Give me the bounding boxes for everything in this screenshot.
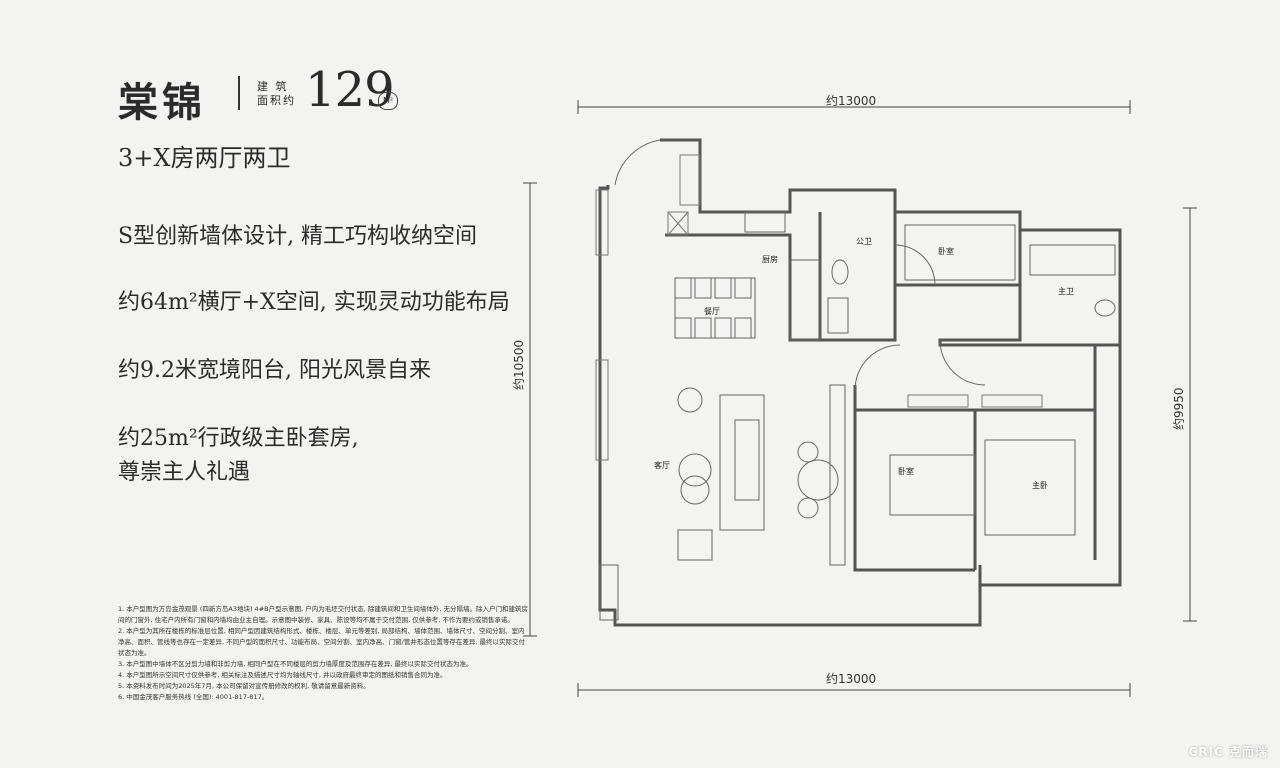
note-4: 4. 本户型图所示空间尺寸仅供参考, 相关标注及描述尺寸均为轴线尺寸, 并以政府… xyxy=(118,671,447,679)
note-6: 6. 中国金茂客户服务热线 (全国): 4001-817-817。 xyxy=(118,693,269,701)
dim-top-width: 约13000 xyxy=(826,94,877,108)
dim-bottom-width: 约13000 xyxy=(826,672,877,686)
room-master-bath: 主卫 xyxy=(1058,287,1074,296)
project-title: 棠锦 xyxy=(118,79,206,126)
area-label: 建 筑 面积约 xyxy=(257,80,296,107)
room-dining: 餐厅 xyxy=(704,307,720,316)
cric-logo: CRIC 克而瑞 xyxy=(1188,745,1268,759)
area-unit: M² xyxy=(378,92,398,110)
dim-right-height: 约9950 xyxy=(1172,387,1186,430)
feature-1: S型创新墙体设计, 精工巧构收纳空间 xyxy=(118,224,478,249)
feature-2: 约64m²横厅+X空间, 实现灵动功能布局 xyxy=(118,290,510,315)
dim-left-height: 约10500 xyxy=(512,339,526,390)
layout-subtitle: 3+X房两厅两卫 xyxy=(118,144,291,172)
room-bedroom-top: 卧室 xyxy=(938,247,954,256)
room-living: 客厅 xyxy=(654,461,670,470)
area-value: 129 xyxy=(305,62,395,118)
room-public-bath: 公卫 xyxy=(856,237,872,246)
disclaimer-notes: 1. 本户型图为方岛金茂观景 (四新方岛A3地块) 4#B户型示意图, 户内为毛… xyxy=(118,604,528,703)
room-master-bedroom: 主卧 xyxy=(1032,481,1048,490)
note-3: 3. 本户型图中墙体不区分剪力墙和非剪力墙, 相同户型在不同楼层的剪力墙厚度及范… xyxy=(118,660,473,668)
title-divider xyxy=(238,76,240,110)
feature-4: 约25m²行政级主卧套房, xyxy=(118,426,359,451)
note-2: 2. 本户型为其所在楼栋的标准层位置, 相同户型因建筑结构形式、楼栋、楼层、单元… xyxy=(118,627,525,657)
feature-4-cont: 尊崇主人礼遇 xyxy=(118,460,251,485)
note-5: 5. 本资料发布时间为2025年7月, 本公司保留对宣传册修改的权利, 敬请留意… xyxy=(118,682,370,690)
note-1: 1. 本户型图为方岛金茂观景 (四新方岛A3地块) 4#B户型示意图, 户内为毛… xyxy=(118,605,528,624)
feature-3: 约9.2米宽境阳台, 阳光风景自来 xyxy=(118,358,431,383)
room-bedroom-bottom: 卧室 xyxy=(898,467,914,476)
room-kitchen: 厨房 xyxy=(762,255,778,264)
